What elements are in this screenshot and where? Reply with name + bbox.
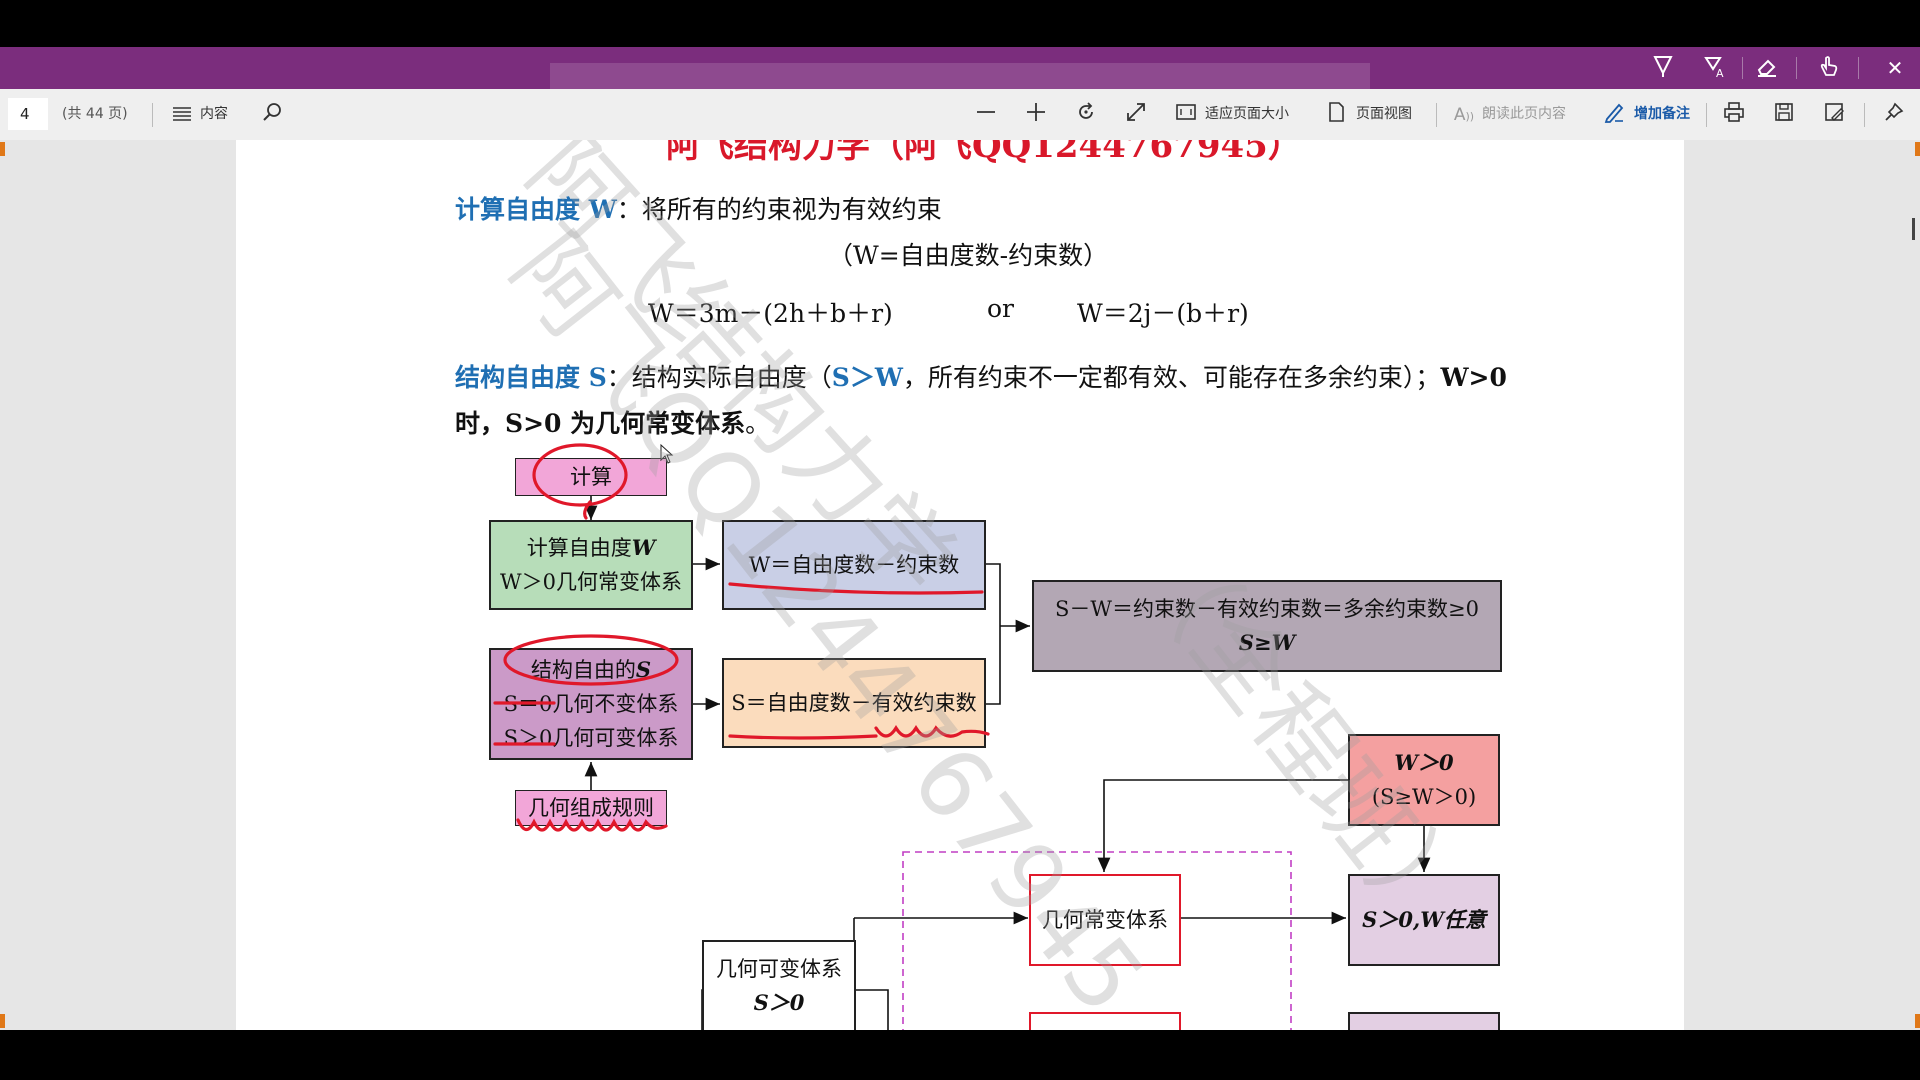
- struct-dof-bold: W>0: [1440, 363, 1507, 392]
- result-line1: S－W＝约束数－有效约束数＝多余约束数≥0: [1055, 597, 1479, 621]
- title-tab: [550, 63, 1370, 89]
- zoom-out-icon[interactable]: [972, 101, 1000, 129]
- close-icon[interactable]: ✕: [1886, 56, 1904, 80]
- fit-page-icon[interactable]: [1172, 101, 1200, 129]
- toolbar-separator: [152, 103, 153, 127]
- page-total: (共 44 页): [62, 106, 128, 122]
- rotate-icon[interactable]: [1072, 101, 1100, 129]
- struct-dof-text-b: ，所有约束不一定都有效、可能存在多余约束）；: [902, 363, 1441, 392]
- struct-dof-line: 结构自由度 S：结构实际自由度（S＞W，所有约束不一定都有效、可能存在多余约束）…: [455, 358, 1507, 394]
- geo-constant-label: 几何常变体系: [1042, 908, 1168, 932]
- w-positive-line2: (S≥W＞0): [1371, 785, 1477, 809]
- struct-dof-text-a: ：结构实际自由度（: [606, 363, 832, 392]
- add-note-button[interactable]: 增加备注: [1634, 106, 1690, 122]
- purple-box-partial: [1348, 1012, 1500, 1030]
- left-edge-marker: [0, 142, 5, 156]
- w-positive-box: W＞0 (S≥W＞0): [1348, 734, 1500, 826]
- toolbar-separator: [1864, 103, 1865, 127]
- struct-s-var: S: [635, 657, 652, 682]
- struct-dof-hl: S＞W: [831, 363, 903, 392]
- touch-icon[interactable]: [1814, 53, 1844, 83]
- struct-s-text: 结构自由的: [530, 658, 636, 682]
- print-icon[interactable]: [1720, 101, 1748, 129]
- result-line2: S≥W: [1238, 630, 1296, 655]
- struct-dof-bold-b: S>0 为几何常变体系: [505, 409, 746, 438]
- title-bar: A ✕: [0, 47, 1920, 136]
- s-formula-box: S＝自由度数－有效约束数: [722, 658, 986, 748]
- calc-w-title: 计算自由度W: [527, 531, 656, 565]
- pen-icon[interactable]: [1648, 53, 1678, 83]
- s-formula-text: S＝自由度数－有效约束数: [731, 691, 977, 715]
- highlighter-icon[interactable]: A: [1700, 53, 1730, 83]
- flowchart-connectors: [584, 496, 1431, 1030]
- toolbar-separator: [1436, 103, 1437, 127]
- struct-s-positive: S＞0几何可变体系: [503, 726, 679, 750]
- right-edge-marker: [1915, 1014, 1920, 1028]
- struct-dof-bold-a: 时，: [455, 409, 506, 438]
- w-formula-box: W＝自由度数－约束数: [722, 520, 986, 610]
- save-as-icon[interactable]: [1820, 101, 1848, 129]
- add-note-icon[interactable]: [1600, 101, 1628, 129]
- top-letterbox: [0, 0, 1920, 47]
- calc-w-var: W: [631, 535, 656, 560]
- geo-box-partial: [1029, 1012, 1181, 1030]
- geo-variable-line2: S＞0: [753, 990, 805, 1015]
- struct-dof-label: 结构自由度 S: [455, 363, 607, 392]
- eraser-icon[interactable]: [1752, 53, 1782, 83]
- handwritten-annotations: [493, 443, 990, 832]
- page-number-input[interactable]: 4: [8, 98, 48, 130]
- svg-text:A: A: [1716, 67, 1724, 79]
- title-separator: [1796, 57, 1797, 79]
- read-aloud-icon[interactable]: A)): [1453, 105, 1475, 125]
- formula-or: or: [987, 294, 1015, 323]
- title-separator: [1742, 57, 1743, 79]
- calc-dof-label: 计算自由度 W: [455, 195, 617, 224]
- calc-w-box: 计算自由度W W＞0几何常变体系: [489, 520, 693, 610]
- bottom-letterbox: [0, 1030, 1920, 1080]
- document-viewer[interactable]: 阿飞结构力学（阿飞QQ1244767945） 计算自由度 W：将所有的约束视为有…: [0, 140, 1920, 1030]
- toolbar: 4 (共 44 页) 内容 适应页面大小 页面视图 A)) 朗读此页内容 增加备…: [0, 89, 1920, 140]
- list-icon[interactable]: [168, 101, 196, 129]
- calc-w-cond: W＞0几何常变体系: [500, 570, 682, 594]
- calc-label: 计算: [570, 465, 612, 489]
- pin-icon[interactable]: [1880, 101, 1908, 129]
- w-formula-text: W＝自由度数－约束数: [748, 553, 960, 577]
- read-aloud-button[interactable]: 朗读此页内容: [1482, 106, 1566, 122]
- title-separator: [1858, 57, 1859, 79]
- page-view-button[interactable]: 页面视图: [1356, 106, 1412, 122]
- scrollbar-thumb[interactable]: [1912, 218, 1915, 240]
- page-view-icon[interactable]: [1322, 101, 1350, 129]
- w-positive-line1: W＞0: [1394, 750, 1454, 775]
- geo-rules-label: 几何组成规则: [528, 796, 654, 820]
- geo-variable-box: 几何可变体系 S＞0: [702, 940, 856, 1030]
- geo-variable-line1: 几何可变体系: [716, 957, 842, 981]
- calc-dof-line: 计算自由度 W：将所有的约束视为有效约束: [455, 190, 942, 226]
- toolbar-separator: [1706, 103, 1707, 127]
- result-box: S－W＝约束数－有效约束数＝多余约束数≥0 S≥W: [1032, 580, 1502, 672]
- s-w-any-label: S＞0,W任意: [1362, 907, 1486, 932]
- geo-rules-box: 几何组成规则: [515, 790, 667, 826]
- save-icon[interactable]: [1770, 101, 1798, 129]
- w-formula-left: W＝3m－(2h＋b＋r): [648, 299, 893, 328]
- left-edge-marker: [0, 1014, 5, 1028]
- page-header-fragment: 阿飞结构力学（阿飞QQ1244767945）: [666, 140, 1302, 166]
- search-icon[interactable]: [258, 101, 286, 129]
- s-w-any-box: S＞0,W任意: [1348, 874, 1500, 966]
- struct-dof-line-2: 时，S>0 为几何常变体系。: [455, 404, 770, 440]
- struct-dof-end: 。: [745, 409, 771, 438]
- w-definition: （W=自由度数-约束数）: [828, 241, 1109, 270]
- struct-s-title: 结构自由的S: [531, 653, 651, 687]
- calc-w-text: 计算自由度: [526, 536, 632, 560]
- contents-button[interactable]: 内容: [200, 106, 228, 122]
- fullscreen-icon[interactable]: [1122, 101, 1150, 129]
- pdf-page: 阿飞结构力学（阿飞QQ1244767945） 计算自由度 W：将所有的约束视为有…: [236, 140, 1684, 1030]
- zoom-in-icon[interactable]: [1022, 101, 1050, 129]
- fit-page-button[interactable]: 适应页面大小: [1205, 106, 1289, 122]
- right-edge-marker: [1915, 142, 1920, 156]
- w-formula-right: W＝2j－(b＋r): [1077, 299, 1249, 328]
- calc-dof-text: ：将所有的约束视为有效约束: [616, 195, 942, 224]
- geo-constant-box: 几何常变体系: [1029, 874, 1181, 966]
